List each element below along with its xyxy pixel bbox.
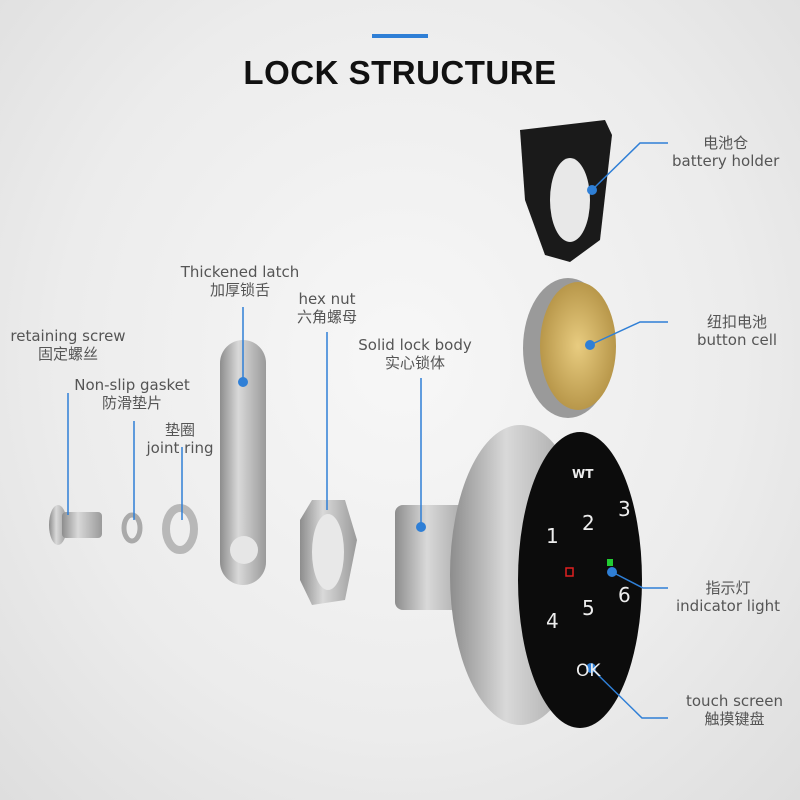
- key-2[interactable]: 2: [582, 511, 595, 535]
- key-5[interactable]: 5: [582, 596, 595, 620]
- leader-lines: [67, 142, 668, 719]
- joint-ring-part: [162, 504, 198, 554]
- hex-nut-part: [300, 500, 357, 605]
- solid-lock-body-part: [395, 425, 642, 728]
- title-accent-bar: [372, 34, 428, 38]
- thickened-latch-part: [220, 340, 266, 585]
- unlocked-indicator-icon: [607, 559, 613, 566]
- non-slip-gasket-part: [121, 512, 143, 544]
- leader-dots: [238, 185, 617, 673]
- key-4[interactable]: 4: [546, 609, 559, 633]
- brand-logo: WT: [572, 467, 594, 481]
- key-6[interactable]: 6: [618, 583, 631, 607]
- key-ok[interactable]: OK: [576, 661, 601, 681]
- key-1[interactable]: 1: [546, 524, 559, 548]
- button-cell-part: [523, 278, 616, 418]
- battery-holder-part: [520, 120, 612, 262]
- page-title: LOCK STRUCTURE: [243, 54, 557, 91]
- retaining-screw-part: [49, 505, 102, 545]
- key-3[interactable]: 3: [618, 497, 631, 521]
- locked-indicator-icon: [565, 567, 574, 577]
